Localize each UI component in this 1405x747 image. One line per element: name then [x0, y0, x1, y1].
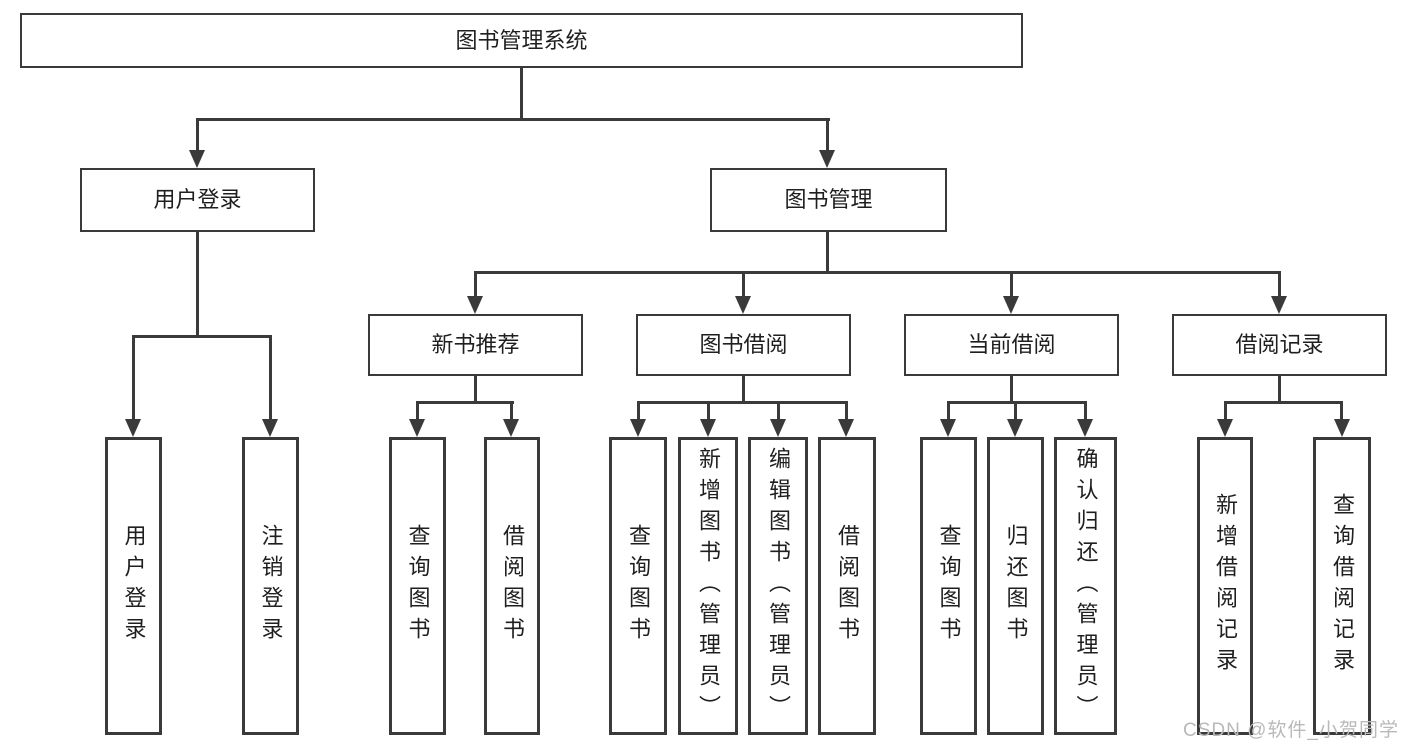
leaf-logout: 注销登录 — [242, 437, 299, 735]
arrow-down-icon — [700, 419, 716, 437]
connector-new-book-recommend-split — [416, 401, 514, 404]
arrow-down-icon — [1217, 419, 1233, 437]
node-book-borrow: 图书借阅 — [636, 314, 851, 376]
connector-book-borrow-stem — [742, 376, 745, 404]
csdn-watermark: CSDN @软件_小贺同学 — [1183, 720, 1399, 741]
arrow-down-icon — [838, 419, 854, 437]
leaf-query-books-current: 查询图书 — [920, 437, 977, 735]
node-borrow-records: 借阅记录 — [1172, 314, 1387, 376]
arrow-down-icon — [503, 419, 519, 437]
connector-leaf-stub — [947, 401, 950, 421]
connector-to-leaf-logout — [269, 335, 272, 423]
arrow-down-icon — [1271, 296, 1287, 314]
connector-book-management-stem — [826, 232, 829, 274]
connector-user-login-split — [132, 335, 272, 338]
leaf-label: 查询图书 — [405, 524, 431, 648]
leaf-label: 借阅图书 — [835, 524, 860, 648]
arrow-down-icon — [770, 419, 786, 437]
arrow-down-icon — [1007, 419, 1023, 437]
connector-leaf-stub — [845, 401, 848, 421]
connector-to-book-borrow — [742, 271, 745, 299]
connector-leaf-stub — [510, 401, 513, 421]
connector-current-borrow-stem — [1010, 376, 1013, 404]
connector-leaf-stub — [777, 401, 780, 421]
arrow-down-icon — [735, 296, 751, 314]
arrow-down-icon — [467, 296, 483, 314]
leaf-add-borrow-record: 新增借阅记录 — [1197, 437, 1253, 735]
node-book-management: 图书管理 — [710, 168, 947, 232]
node-user-login: 用户登录 — [80, 168, 315, 232]
leaf-label: 借阅图书 — [500, 524, 525, 648]
connector-to-leaf-user-login — [132, 335, 135, 423]
connector-leaf-stub — [1340, 401, 1343, 421]
connector-root-to-book-management — [826, 118, 829, 154]
node-new-book-recommend: 新书推荐 — [368, 314, 583, 376]
connector-leaf-stub — [1014, 401, 1017, 421]
node-label: 当前借阅 — [967, 332, 1056, 357]
connector-leaf-stub — [1224, 401, 1227, 421]
node-current-borrow: 当前借阅 — [904, 314, 1119, 376]
node-label: 新书推荐 — [431, 332, 520, 357]
node-label: 图书管理 — [784, 187, 873, 212]
connector-borrow-records-stem — [1278, 376, 1281, 404]
connector-new-book-recommend-stem — [474, 376, 477, 404]
leaf-label: 注销登录 — [258, 524, 284, 648]
connector-leaf-stub — [707, 401, 710, 421]
connector-leaf-stub — [416, 401, 419, 421]
arrow-down-icon — [262, 419, 278, 437]
leaf-user-login: 用户登录 — [105, 437, 162, 735]
leaf-query-books-borrow: 查询图书 — [609, 437, 667, 735]
connector-root-stem — [520, 68, 523, 118]
connector-user-login-stem — [196, 232, 199, 338]
connector-current-borrow-split — [947, 401, 1087, 404]
node-label: 用户登录 — [153, 187, 242, 212]
leaf-query-books-recommend: 查询图书 — [389, 437, 446, 735]
node-label: 图书借阅 — [699, 332, 788, 357]
connector-borrow-records-split — [1224, 401, 1343, 404]
connector-root-split — [196, 118, 830, 121]
leaf-edit-book-admin: 编辑图书（管理员） — [748, 437, 808, 735]
arrow-down-icon — [409, 419, 425, 437]
leaf-return-books: 归还图书 — [987, 437, 1044, 735]
leaf-query-borrow-record: 查询借阅记录 — [1313, 437, 1371, 735]
node-library-management-system: 图书管理系统 — [20, 13, 1023, 68]
connector-to-current-borrow — [1010, 271, 1013, 299]
arrow-down-icon — [1334, 419, 1350, 437]
leaf-label: 确认归还（管理员） — [1073, 446, 1099, 726]
leaf-label: 新增借阅记录 — [1213, 493, 1238, 679]
arrow-down-icon — [1077, 419, 1093, 437]
leaf-label: 归还图书 — [1003, 524, 1029, 648]
connector-leaf-stub — [1084, 401, 1087, 421]
connector-root-to-user-login — [196, 118, 199, 154]
arrow-down-icon — [125, 419, 141, 437]
arrow-down-icon — [940, 419, 956, 437]
leaf-label: 查询借阅记录 — [1330, 493, 1355, 679]
leaf-confirm-return-admin: 确认归还（管理员） — [1054, 437, 1117, 735]
connector-book-management-split — [474, 271, 1281, 274]
arrow-down-icon — [819, 150, 835, 168]
arrow-down-icon — [630, 419, 646, 437]
node-label: 图书管理系统 — [455, 27, 588, 53]
connector-to-borrow-records — [1278, 271, 1281, 299]
connector-leaf-stub — [637, 401, 640, 421]
leaf-add-book-admin: 新增图书（管理员） — [678, 437, 738, 735]
leaf-label: 用户登录 — [121, 524, 147, 648]
leaf-borrow-books-recommend: 借阅图书 — [484, 437, 540, 735]
leaf-label: 查询图书 — [626, 524, 651, 648]
connector-book-borrow-split — [637, 401, 848, 404]
arrow-down-icon — [189, 150, 205, 168]
leaf-label: 编辑图书（管理员） — [766, 446, 791, 726]
connector-to-new-book-recommend — [474, 271, 477, 299]
node-label: 借阅记录 — [1235, 332, 1324, 357]
leaf-borrow-books-borrow: 借阅图书 — [818, 437, 876, 735]
arrow-down-icon — [1003, 296, 1019, 314]
leaf-label: 新增图书（管理员） — [696, 446, 721, 726]
leaf-label: 查询图书 — [936, 524, 962, 648]
